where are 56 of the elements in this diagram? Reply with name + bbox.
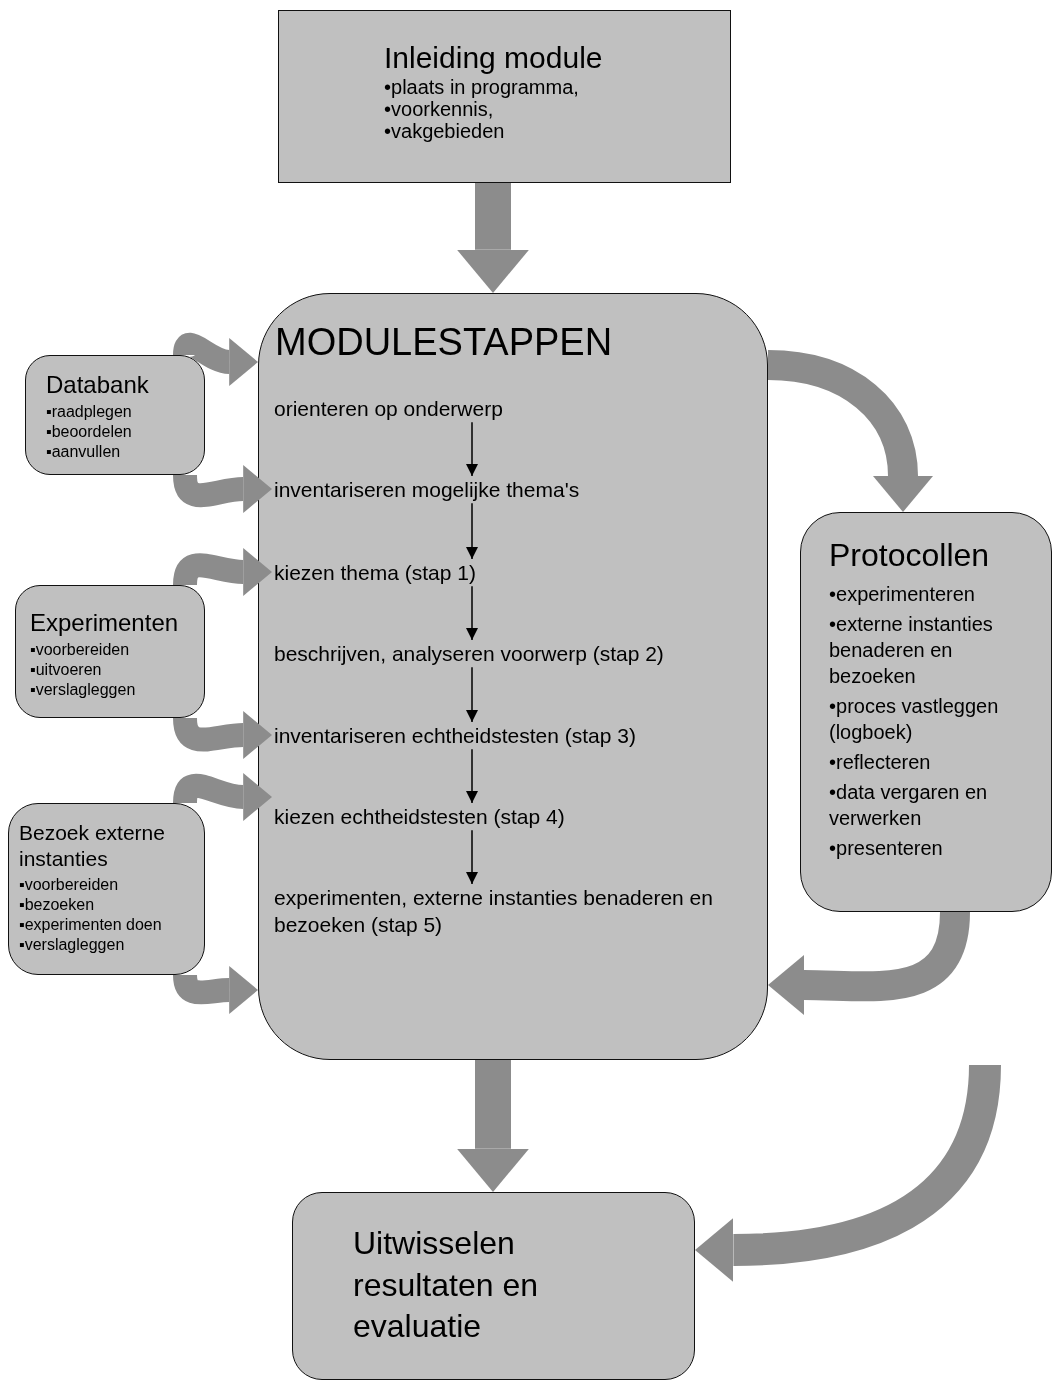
rounded-box — [800, 512, 1052, 912]
bullet-item: •presenteren — [829, 835, 943, 861]
bullet-item: •reflecteren — [829, 749, 931, 775]
box-heading: Bezoek externe instanties — [19, 820, 166, 873]
step-text: kiezen echtheidstesten (stap 4) — [274, 803, 754, 831]
bullet-item: ▪verslagleggen — [30, 680, 136, 700]
bullet-item: •proces vastleggen (logboek) — [829, 693, 1000, 745]
rounded-box — [25, 355, 205, 475]
block-arrow — [768, 910, 970, 1015]
box-heading: Experimenten — [30, 608, 179, 638]
step-text: orienteren op onderwerp — [274, 395, 754, 423]
box-heading: Protocollen — [829, 536, 990, 575]
block-arrow — [173, 773, 272, 821]
bullet-item: •externe instanties benaderen en bezoeken — [829, 611, 994, 689]
bullet-item: ▪voorbereiden — [30, 640, 130, 660]
bullet-item: •plaats in programma, — [384, 76, 579, 98]
bullet-item: ▪experimenten doen — [19, 914, 162, 935]
block-arrow — [695, 1063, 1001, 1282]
rounded-box — [15, 585, 205, 718]
step-text: inventariseren mogelijke thema's — [274, 476, 754, 504]
arrow — [466, 748, 478, 804]
process-box — [278, 10, 731, 183]
bullet-item: ▪bezoeken — [19, 894, 95, 915]
block-arrow — [173, 332, 258, 386]
arrow — [466, 585, 478, 641]
step-text: experimenten, externe instanties benaderen en bezoeken (stap 5) — [274, 884, 749, 939]
bullet-item: •vakgebieden — [384, 120, 505, 142]
bullet-item: •data vergaren en verwerken — [829, 779, 989, 831]
block-arrow — [173, 465, 272, 513]
arrow — [466, 421, 478, 477]
rounded-box — [292, 1192, 695, 1380]
step-text: beschrijven, analyseren voorwerp (stap 2) — [274, 640, 754, 668]
bullet-item: ▪verslagleggen — [19, 934, 125, 955]
box-heading: Databank — [46, 370, 149, 400]
step-text: kiezen thema (stap 1) — [274, 559, 754, 587]
box-heading: Uitwisselen resultaten en evaluatie — [353, 1224, 539, 1347]
arrow — [466, 666, 478, 723]
block-arrow — [173, 548, 272, 596]
block-arrow — [173, 711, 272, 759]
bullet-item: ▪voorbereiden — [19, 874, 119, 895]
block-arrow — [457, 183, 529, 293]
bullet-item: •experimenteren — [829, 581, 975, 607]
bullet-item: ▪uitvoeren — [30, 660, 102, 680]
box-heading: Inleiding module — [384, 41, 603, 74]
box-heading: MODULESTAPPEN — [275, 322, 613, 364]
bullet-item: •voorkennis, — [384, 98, 494, 120]
step-text: inventariseren echtheidstesten (stap 3) — [274, 722, 754, 750]
arrow — [466, 829, 478, 885]
bullet-item: ▪raadplegen — [46, 402, 132, 422]
arrow — [466, 502, 478, 560]
rounded-box — [8, 803, 205, 975]
bullet-item: ▪aanvullen — [46, 442, 121, 462]
rounded-box — [258, 293, 768, 1060]
bullet-item: ▪beoordelen — [46, 422, 132, 442]
block-arrow — [173, 966, 258, 1014]
block-arrow — [457, 1060, 529, 1192]
